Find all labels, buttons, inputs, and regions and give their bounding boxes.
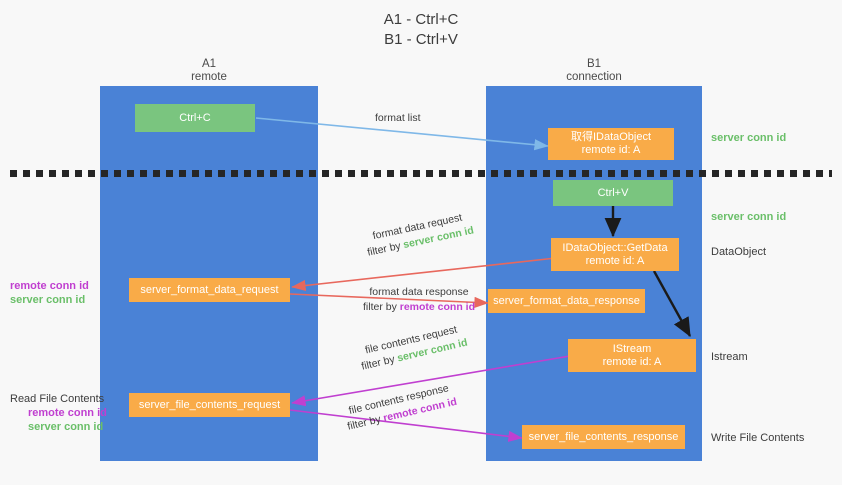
edge-label-file-contents-request: file contents request filter by server c… (357, 321, 470, 375)
node-getdata-line2: remote id: A (585, 254, 645, 267)
node-set-clipboard-line1: 取得IDataObject (570, 131, 652, 143)
column-b1-name: B1 (586, 58, 602, 70)
annotation-2-text: server conn id (711, 211, 787, 223)
node-file-contents-response-label: server_file_contents_response (528, 430, 679, 443)
node-file-contents-request-label: server_file_contents_request (138, 398, 281, 411)
page-title: A1 - Ctrl+C B1 - Ctrl+V (0, 10, 842, 50)
edge-label-format-data-request: format data request filter by server con… (363, 209, 475, 261)
annotation-left2-heading: Read File Contents (10, 393, 105, 405)
node-ctrl-v[interactable]: Ctrl+V (553, 180, 673, 206)
column-header-a1: A1 remote (100, 58, 318, 84)
annotation-write-file-contents: Write File Contents (711, 431, 804, 445)
title-line-1: A1 - Ctrl+C (383, 11, 459, 28)
node-set-clipboard-line2: remote id: A (581, 144, 641, 156)
annotation-3-text: DataObject (711, 246, 767, 258)
phase-divider (10, 170, 832, 177)
annotation-dataobject: DataObject (711, 245, 766, 259)
edge-label-format-data-response: format data response filter by remote co… (329, 285, 509, 315)
column-header-b1: B1 connection (486, 58, 702, 84)
node-format-data-request[interactable]: server_format_data_request (129, 278, 290, 302)
edge-label-format-list-line1: format list (375, 112, 421, 124)
node-file-contents-response[interactable]: server_file_contents_response (522, 425, 685, 449)
column-b1-sub: connection (566, 71, 622, 83)
node-istream-line2: remote id: A (602, 355, 662, 368)
annotation-server-conn-id-2: server conn id (711, 210, 786, 224)
edge-label-format-list: format list (375, 111, 421, 126)
title-line-2: B1 - Ctrl+V (384, 31, 458, 48)
node-ctrl-v-label: Ctrl+V (597, 186, 629, 199)
annotation-left-conn-ids-1: remote conn id server conn id (10, 279, 89, 307)
node-format-data-request-label: server_format_data_request (140, 283, 279, 296)
annotation-read-file-contents: Read File Contents remote conn id server… (10, 392, 107, 434)
node-getdata-line1: IDataObject::GetData (562, 241, 668, 254)
annotation-left2-server: server conn id (28, 421, 104, 433)
edge-label-fdres-line1: format data response (369, 286, 469, 298)
node-file-contents-request[interactable]: server_file_contents_request (129, 393, 290, 417)
fdres-filter-value: remote conn id (399, 301, 476, 313)
node-format-data-response-label: server_format_data_response (493, 294, 640, 307)
node-istream[interactable]: IStream remote id: A (568, 339, 696, 372)
annotation-server-conn-id-1: server conn id (711, 131, 786, 145)
annotation-left1-remote: remote conn id (10, 280, 89, 292)
annotation-5-text: Write File Contents (711, 432, 805, 444)
annotation-4-text: Istream (711, 351, 748, 363)
node-ctrl-c-label: Ctrl+C (179, 111, 211, 124)
column-a1-sub: remote (191, 71, 227, 83)
node-set-clipboard[interactable]: 取得IDataObject remote id: A (548, 128, 674, 160)
node-format-data-response[interactable]: server_format_data_response (488, 289, 645, 313)
annotation-left2-remote: remote conn id (28, 407, 107, 419)
node-ctrl-c[interactable]: Ctrl+C (135, 104, 255, 132)
fdres-filter-text: filter by (362, 301, 400, 313)
edge-label-file-contents-response: file contents response filter by remote … (343, 380, 459, 434)
annotation-istream: Istream (711, 350, 748, 364)
node-getdata[interactable]: IDataObject::GetData remote id: A (551, 238, 679, 271)
node-istream-line1: IStream (612, 342, 652, 355)
annotation-1-text: server conn id (711, 132, 787, 144)
annotation-left1-server: server conn id (10, 294, 86, 306)
column-a1-name: A1 (201, 58, 217, 70)
edge-label-fdres-line2: filter by remote conn id (329, 300, 509, 315)
